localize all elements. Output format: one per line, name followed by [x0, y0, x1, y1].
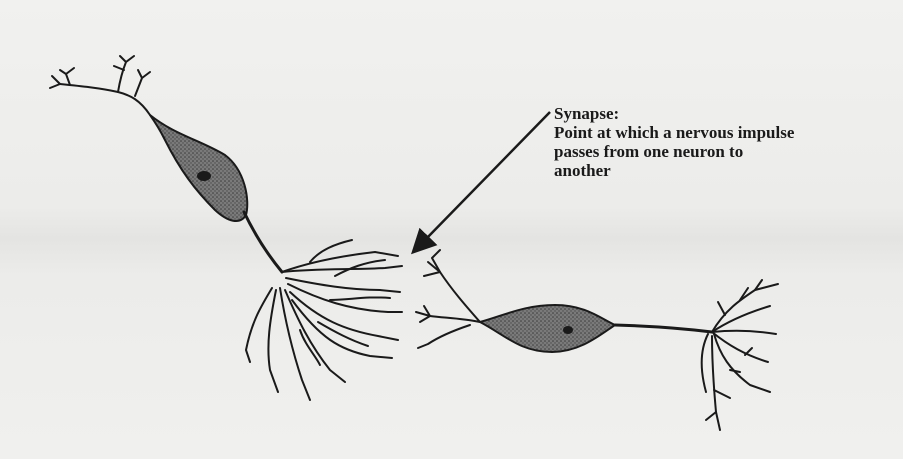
neuron-left-axon-terminals — [246, 240, 402, 400]
neuron-left-nucleus — [197, 171, 211, 181]
neuron-right-axon-terminals — [702, 280, 778, 430]
neuron-right-dendrites — [416, 250, 480, 348]
neuron-right-axon — [615, 325, 712, 332]
neuron-right-nucleus — [563, 326, 573, 334]
neuron-left-axon — [244, 212, 282, 272]
synapse-annotation: Synapse: Point at which a nervous impuls… — [554, 104, 884, 180]
neuron-left-cell-body — [150, 115, 247, 221]
neuron-right-cell-body — [480, 305, 615, 352]
synapse-definition: Point at which a nervous impulse passes … — [554, 123, 884, 180]
synapse-heading: Synapse: — [554, 104, 884, 123]
neuron-left-dendrites — [50, 56, 150, 115]
synapse-pointer-arrow — [425, 112, 550, 240]
neuron-left — [50, 56, 402, 400]
neuron-right — [416, 250, 778, 430]
